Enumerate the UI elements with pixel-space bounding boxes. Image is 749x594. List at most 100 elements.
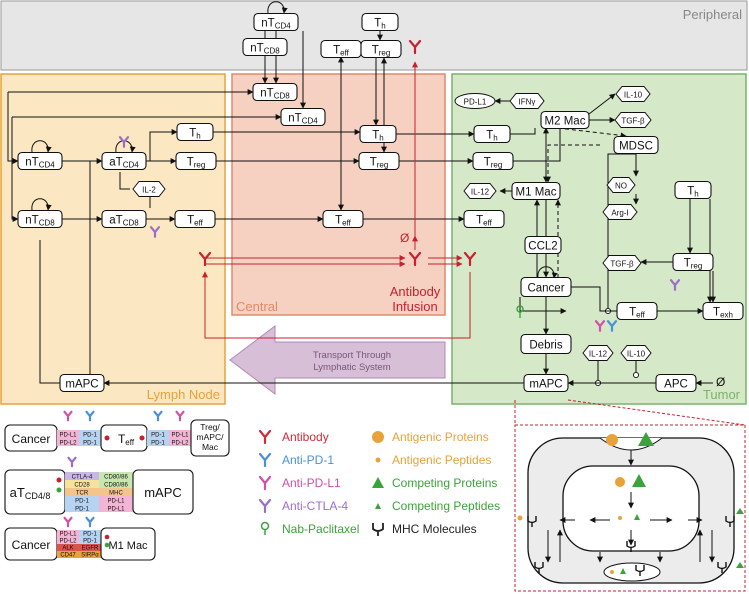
synapse1-treg-line-2: Mac	[202, 442, 219, 452]
node-box	[101, 209, 147, 229]
node-l-th: Th	[176, 122, 214, 142]
node-box	[59, 373, 105, 393]
s1-right-row-0	[147, 430, 169, 438]
s2-right-row-3	[99, 496, 133, 504]
anti-ctla4-icon-lymph-2	[149, 226, 161, 238]
node-box	[359, 124, 397, 144]
node-t-mdsc: MDSC	[613, 135, 659, 155]
node-t-pdl1: PD-L1	[454, 93, 496, 109]
node-hex	[582, 345, 614, 361]
node-label-base: T	[335, 215, 342, 227]
node-label-base: T	[372, 45, 379, 57]
synapse3-cancer-label: Cancer	[12, 538, 51, 552]
synapse1-treg-line-0: Treg/	[200, 422, 220, 432]
node-p-ntcd4: nTCD4	[253, 12, 299, 32]
node-label-base: T	[476, 215, 483, 227]
s2-left-row-4-text: PD-1	[75, 507, 89, 513]
legend-antibody-icon	[258, 429, 272, 445]
node-label-base: IL-12	[471, 188, 490, 197]
node-label-sub: eff	[194, 219, 204, 228]
s1-left-row-1-text: PD-L2	[59, 441, 77, 447]
antibody-infusion-label-1: Antibody	[390, 284, 441, 299]
node-label: IL-12	[589, 350, 608, 359]
node-c-ntcd4: nTCD4	[280, 107, 326, 127]
node-l-ntcd8: nTCD8	[17, 209, 63, 229]
antibody-infusion-label-2: Infusion	[392, 299, 438, 314]
node-label-sub: reg	[491, 161, 503, 170]
synapse3-dot-1	[104, 534, 110, 540]
inset-peptide-3	[610, 570, 614, 574]
node-label-base: IL-10	[627, 350, 646, 359]
anti-ctla4-icon-lymph-1	[118, 136, 130, 148]
synapse3-m1-box	[100, 527, 156, 561]
node-label: Teff	[333, 45, 350, 58]
antibody-icon-tumor	[463, 251, 477, 267]
node-label-sub: reg	[379, 49, 391, 58]
synapse1-anti-pd1-icon	[85, 410, 95, 422]
synapse1-anti-pdl1-icon	[63, 410, 73, 422]
synapse2-dot-1	[56, 477, 62, 483]
node-l-teff: Teff	[174, 209, 216, 229]
node-label-base: MDSC	[619, 141, 653, 153]
s1-far-row-0-text: PD-L1	[171, 433, 189, 439]
synapse3-anti-pd1-icon	[85, 516, 95, 528]
s2-left-row-0	[65, 472, 99, 480]
central-label: Central	[236, 299, 278, 314]
node-label: TGF-β	[621, 117, 645, 126]
self-loop-1	[31, 198, 52, 211]
node-c-teff: Teff	[322, 209, 364, 229]
node-label: APC	[664, 379, 688, 391]
node-label-sub: eff	[483, 219, 493, 228]
node-label: IL-2	[142, 186, 156, 195]
node-label: IL-10	[624, 91, 643, 100]
node-label-base: T	[713, 307, 720, 319]
s2-right-row-0-text: CD80/86	[104, 475, 128, 481]
legend-mhc-label: MHC Molecules	[392, 522, 477, 536]
node-box	[176, 122, 214, 142]
node-box	[360, 39, 402, 59]
node-t-tgfbb: TGF-β	[602, 255, 642, 271]
node-label: Treg	[684, 258, 703, 271]
synapse1-treg-box	[190, 419, 230, 457]
node-label-base: T	[374, 18, 381, 30]
node-t-teff2: Teff	[616, 301, 658, 321]
node-label-base: mAPC	[65, 379, 98, 391]
node-box	[655, 373, 697, 393]
legend-ctla4-label: Anti-CTLA-4	[282, 499, 348, 513]
pathway-edge-42	[557, 127, 627, 139]
inset-mhc-icon-3	[635, 565, 645, 576]
node-label: NO	[615, 182, 627, 191]
pathway-edge-36	[510, 128, 561, 162]
node-box	[361, 12, 399, 32]
node-label: aTCD8	[109, 215, 139, 228]
pathway-edge-35	[202, 271, 471, 339]
s2-left-row-1	[65, 480, 99, 488]
node-label-base: aT	[109, 215, 122, 227]
inhibition-marker	[632, 371, 640, 379]
node-label: nTCD8	[250, 43, 280, 56]
node-label-sub: reg	[691, 262, 703, 271]
node-label: Treg	[372, 45, 391, 58]
s3-right-row-0-text: PD-1	[83, 532, 97, 538]
s3-right-row-2-text: EGFR	[82, 546, 99, 552]
node-hex	[463, 183, 497, 199]
inset-mhc-icon-4	[534, 562, 544, 573]
legend-pd1-label: Anti-PD-1	[282, 453, 334, 467]
node-label-sub: reg	[194, 161, 206, 170]
node-label: IL-12	[471, 188, 490, 197]
node-label-base: T	[687, 186, 694, 198]
node-label: Cancer	[527, 283, 564, 295]
s3-right-row-1-text: PD-1	[83, 539, 97, 545]
synapse3-m1-label: M1 Mac	[108, 540, 148, 552]
s1-mid-row-0-text: PD-1	[83, 433, 97, 439]
node-box	[322, 209, 364, 229]
inset-peptide-2	[634, 514, 640, 520]
node-box	[702, 301, 744, 321]
node-l-mapc: mAPC	[59, 373, 105, 393]
node-label-base: Cancer	[527, 283, 564, 295]
s1-far-row-1-text: PD-L2	[171, 441, 189, 447]
node-label-base: APC	[664, 379, 688, 391]
central-compartment	[231, 73, 446, 316]
node-label-base: nT	[25, 157, 38, 169]
node-c-ntcd8: nTCD8	[252, 82, 298, 102]
